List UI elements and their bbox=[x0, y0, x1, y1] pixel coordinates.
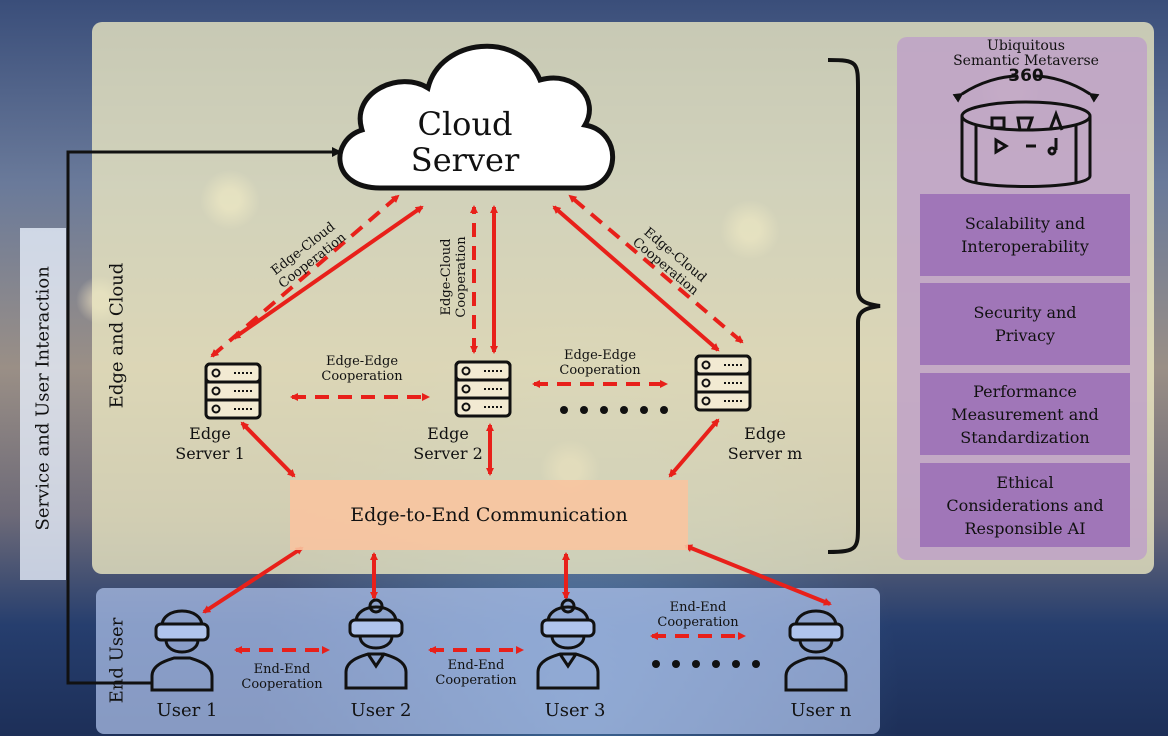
challenge-box: Scalability and Interoperability bbox=[920, 194, 1130, 276]
service-loop-line bbox=[66, 147, 342, 685]
edge-server-label-line2: Server 1 bbox=[175, 444, 245, 463]
coop-line1: End-End bbox=[253, 662, 311, 677]
edge-to-end-communication-box: Edge-to-End Communication bbox=[290, 480, 688, 550]
edge-server-label-line2: Server 2 bbox=[413, 444, 483, 463]
edge-edge-coop-label: Edge-Edge Cooperation bbox=[550, 348, 650, 378]
coop-line1: Edge-Edge bbox=[325, 354, 399, 369]
coop-line1: End-End bbox=[447, 658, 505, 673]
coop-line2: Cooperation bbox=[657, 615, 739, 630]
challenge-box: Security and Privacy bbox=[920, 283, 1130, 365]
edge-server-label-line1: Edge bbox=[427, 424, 469, 443]
edge-server-label-line1: Edge bbox=[189, 424, 231, 443]
edge-cloud-coop-label: Edge-Cloud Cooperation bbox=[439, 227, 469, 327]
cloud-title-line2: Server bbox=[410, 141, 520, 179]
coop-line1: Edge-Cloud bbox=[439, 238, 454, 316]
server-icon bbox=[204, 362, 262, 420]
challenge-line: Responsible AI bbox=[964, 518, 1086, 538]
cloud-title-line1: Cloud bbox=[417, 105, 513, 143]
user-vr-icon bbox=[536, 598, 600, 690]
cloud-shape bbox=[337, 43, 615, 191]
end-end-coop-label: End-End Cooperation bbox=[648, 600, 748, 630]
coop-line2: Cooperation bbox=[435, 673, 517, 688]
challenge-box: Performance Measurement and Standardizat… bbox=[920, 373, 1130, 455]
end-end-coop-label: End-End Cooperation bbox=[232, 662, 332, 692]
communication-to-user-arrows bbox=[202, 544, 832, 614]
user-label: User n bbox=[790, 700, 852, 721]
challenge-line: Security and bbox=[973, 303, 1077, 322]
metaverse-title-line1: Ubiquitous bbox=[987, 38, 1065, 54]
metaverse-360-icon bbox=[952, 74, 1100, 188]
edge-server-label: Edge Server 1 bbox=[150, 424, 270, 464]
challenge-line: Considerations and bbox=[946, 495, 1104, 515]
challenge-line: Privacy bbox=[994, 326, 1056, 345]
edge-ellipsis-dots bbox=[560, 406, 668, 414]
user-vr-icon bbox=[784, 609, 848, 692]
edge-server-label: Edge Server 2 bbox=[398, 424, 498, 464]
edge-server-label-line1: Edge bbox=[744, 424, 786, 443]
challenge-line: Performance bbox=[973, 381, 1077, 401]
challenge-line: Ethical bbox=[996, 472, 1054, 492]
user-vr-icon bbox=[150, 609, 214, 692]
edge-edge-coop-label: Edge-Edge Cooperation bbox=[312, 354, 412, 384]
coop-line2: Cooperation bbox=[559, 363, 641, 378]
coop-line1: Edge-Edge bbox=[563, 348, 637, 363]
edge-server-label-line2: Server m bbox=[727, 444, 803, 463]
end-end-coop-label: End-End Cooperation bbox=[426, 658, 526, 688]
challenge-line: Standardization bbox=[960, 427, 1090, 447]
metaverse-title-line2: Semantic Metaverse bbox=[953, 53, 1099, 69]
challenge-box: Ethical Considerations and Responsible A… bbox=[920, 463, 1130, 547]
metaverse-title: Ubiquitous Semantic Metaverse bbox=[944, 39, 1108, 69]
challenge-line: Scalability and bbox=[964, 214, 1086, 233]
user-vr-icon bbox=[344, 598, 408, 690]
user-label: User 1 bbox=[156, 700, 218, 721]
edge-server-label: Edge Server m bbox=[710, 424, 820, 464]
edge-cloud-arrows bbox=[210, 194, 744, 358]
coop-line2: Cooperation bbox=[241, 677, 323, 692]
service-bar bbox=[20, 228, 66, 580]
metaverse-360-badge: 360 bbox=[1008, 66, 1044, 86]
cloud-title: Cloud Server bbox=[390, 106, 540, 178]
user-label: User 3 bbox=[544, 700, 606, 721]
user-label: User 2 bbox=[350, 700, 412, 721]
brace-icon bbox=[827, 58, 881, 554]
end-end-arrows bbox=[234, 632, 746, 654]
coop-line1: End-End bbox=[669, 600, 727, 615]
challenge-line: Interoperability bbox=[961, 237, 1089, 256]
edge-to-communication-arrows bbox=[240, 418, 720, 478]
user-ellipsis-dots bbox=[652, 660, 760, 668]
coop-line2: Cooperation bbox=[321, 369, 403, 384]
coop-line2: Cooperation bbox=[454, 236, 469, 318]
server-icon bbox=[694, 354, 752, 412]
challenge-line: Measurement and bbox=[951, 404, 1099, 424]
server-icon bbox=[454, 360, 512, 418]
